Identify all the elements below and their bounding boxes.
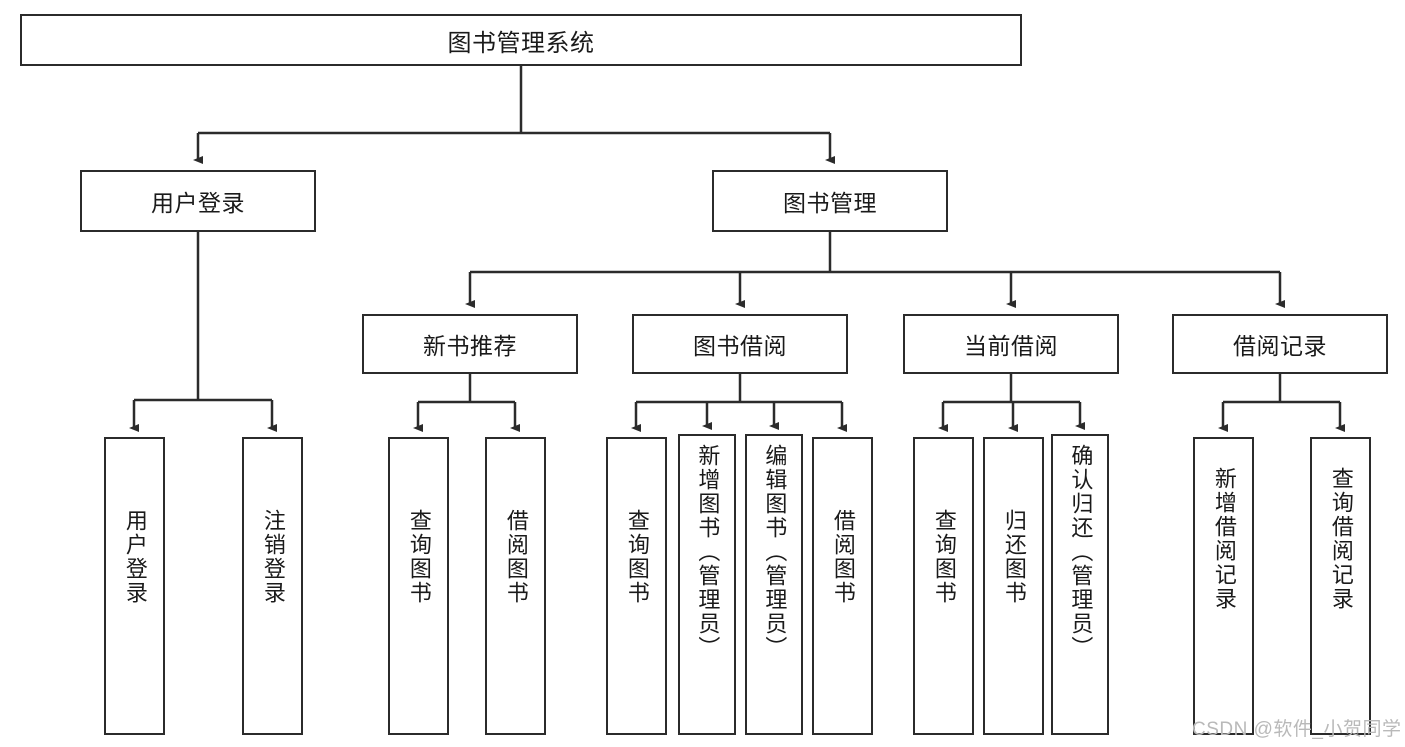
node-leaf-return-book-label: 归还图书 (1001, 509, 1027, 605)
node-new-book-rec[interactable]: 新书推荐 (362, 314, 578, 374)
node-leaf-query-book-rec-label: 查询图书 (406, 509, 432, 605)
node-leaf-edit-book-admin[interactable]: 编辑图书（管理员） (745, 434, 803, 735)
node-leaf-borrow-book-rec-label: 借阅图书 (503, 509, 529, 605)
node-leaf-query-book-rec[interactable]: 查询图书 (388, 437, 449, 735)
node-leaf-query-borrow-record-label: 查询借阅记录 (1328, 467, 1354, 611)
node-leaf-add-borrow-record[interactable]: 新增借阅记录 (1193, 437, 1254, 735)
node-borrow-record-label: 借阅记录 (1233, 333, 1327, 359)
node-leaf-add-borrow-record-label: 新增借阅记录 (1211, 467, 1237, 611)
node-leaf-user-login[interactable]: 用户登录 (104, 437, 165, 735)
node-current-borrow-label: 当前借阅 (964, 333, 1058, 359)
node-leaf-query-book-borrow-label: 查询图书 (624, 509, 650, 605)
node-user-login-label: 用户登录 (151, 190, 245, 216)
csdn-watermark: CSDN @软件_小贺同学 (1192, 719, 1402, 740)
node-book-borrow[interactable]: 图书借阅 (632, 314, 848, 374)
node-leaf-query-book-borrow[interactable]: 查询图书 (606, 437, 667, 735)
node-user-login[interactable]: 用户登录 (80, 170, 316, 232)
node-book-manage-label: 图书管理 (783, 190, 877, 216)
node-leaf-query-book-current-label: 查询图书 (931, 509, 957, 605)
node-leaf-borrow-book-label: 借阅图书 (830, 509, 856, 605)
node-leaf-query-book-current[interactable]: 查询图书 (913, 437, 974, 735)
node-leaf-edit-book-admin-label: 编辑图书（管理员） (762, 444, 788, 660)
node-book-manage[interactable]: 图书管理 (712, 170, 948, 232)
node-root[interactable]: 图书管理系统 (20, 14, 1022, 66)
node-borrow-record[interactable]: 借阅记录 (1172, 314, 1388, 374)
node-leaf-user-login-label: 用户登录 (122, 509, 148, 605)
node-leaf-confirm-return-admin[interactable]: 确认归还（管理员） (1051, 434, 1109, 735)
node-leaf-logout-label: 注销登录 (260, 509, 286, 605)
node-leaf-confirm-return-admin-label: 确认归还（管理员） (1068, 444, 1094, 660)
node-new-book-rec-label: 新书推荐 (423, 333, 517, 359)
node-leaf-add-book-admin-label: 新增图书（管理员） (695, 444, 721, 660)
node-leaf-borrow-book[interactable]: 借阅图书 (812, 437, 873, 735)
node-leaf-query-borrow-record[interactable]: 查询借阅记录 (1310, 437, 1371, 735)
node-leaf-logout[interactable]: 注销登录 (242, 437, 303, 735)
node-book-borrow-label: 图书借阅 (693, 333, 787, 359)
node-leaf-add-book-admin[interactable]: 新增图书（管理员） (678, 434, 736, 735)
node-root-label: 图书管理系统 (447, 29, 595, 57)
node-leaf-borrow-book-rec[interactable]: 借阅图书 (485, 437, 546, 735)
node-current-borrow[interactable]: 当前借阅 (903, 314, 1119, 374)
node-leaf-return-book[interactable]: 归还图书 (983, 437, 1044, 735)
